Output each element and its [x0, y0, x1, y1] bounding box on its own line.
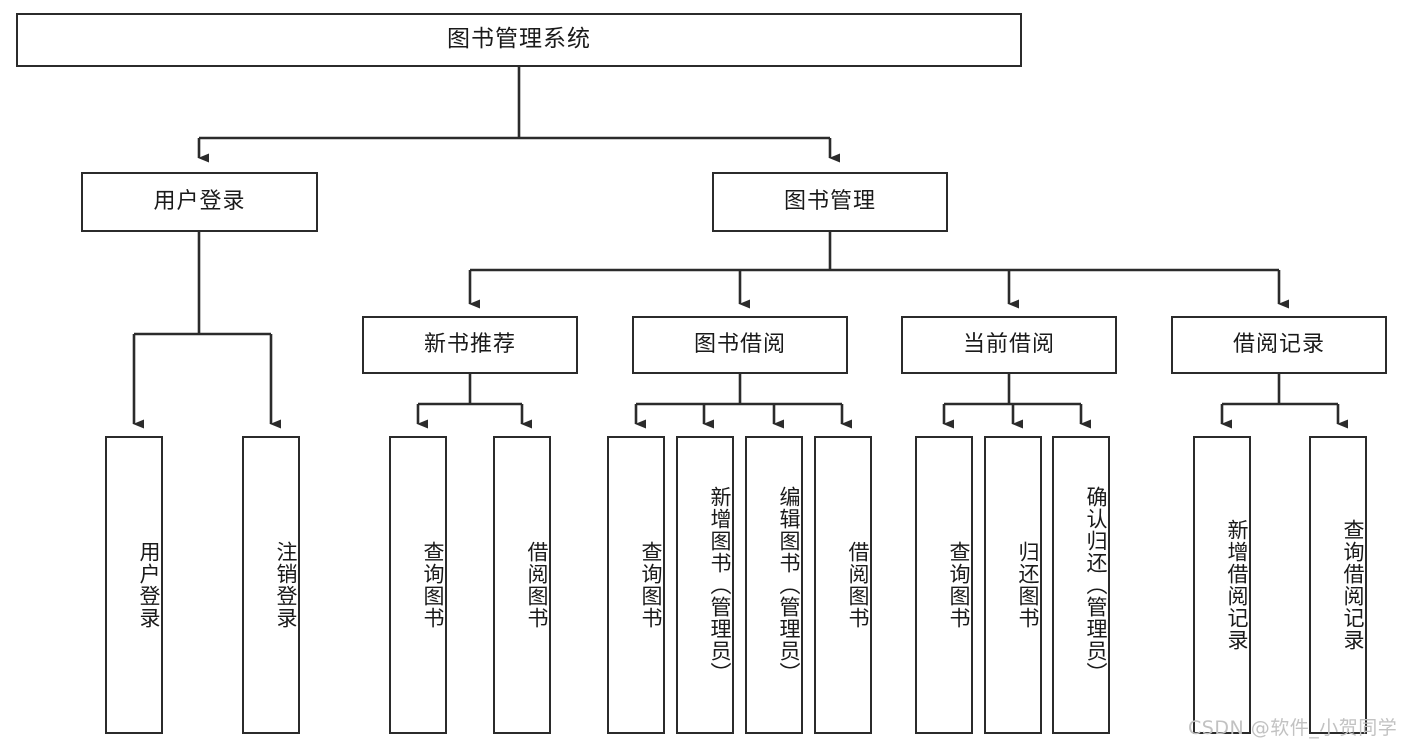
node-label: 归还图书	[1016, 541, 1040, 629]
node-label: 借阅图书	[846, 541, 870, 629]
node-label: 新增图书（管理员）	[708, 486, 732, 684]
leaf-book-borrow-borrow-book[interactable]: 借阅图书	[814, 436, 872, 734]
node-book-management[interactable]: 图书管理	[712, 172, 948, 232]
node-label: 图书管理	[783, 188, 876, 214]
node-root-book-management-system[interactable]: 图书管理系统	[16, 13, 1022, 67]
leaf-current-borrow-query-book[interactable]: 查询图书	[915, 436, 973, 734]
node-new-book-recommend[interactable]: 新书推荐	[362, 316, 578, 374]
leaf-borrow-record-query-record[interactable]: 查询借阅记录	[1309, 436, 1367, 734]
node-label: 图书借阅	[693, 331, 786, 357]
node-label: 查询图书	[639, 541, 663, 629]
node-label: 编辑图书（管理员）	[777, 486, 801, 684]
node-label: 借阅图书	[525, 541, 549, 629]
node-label: 查询图书	[947, 541, 971, 629]
leaf-book-borrow-add-book-admin[interactable]: 新增图书（管理员）	[676, 436, 734, 734]
node-current-borrow[interactable]: 当前借阅	[901, 316, 1117, 374]
node-label: 确认归还（管理员）	[1084, 486, 1108, 684]
node-borrow-record[interactable]: 借阅记录	[1171, 316, 1387, 374]
node-label: 当前借阅	[962, 331, 1055, 357]
node-label: 新书推荐	[423, 331, 516, 357]
node-label: 用户登录	[153, 188, 246, 214]
leaf-user-login-logout[interactable]: 注销登录	[242, 436, 300, 734]
node-label: 借阅记录	[1232, 331, 1325, 357]
node-label: 查询借阅记录	[1341, 519, 1365, 651]
node-label: 查询图书	[421, 541, 445, 629]
node-label: 新增借阅记录	[1225, 519, 1249, 651]
leaf-book-borrow-edit-book-admin[interactable]: 编辑图书（管理员）	[745, 436, 803, 734]
leaf-user-login-login[interactable]: 用户登录	[105, 436, 163, 734]
node-label: 用户登录	[137, 541, 161, 629]
leaf-borrow-record-add-record[interactable]: 新增借阅记录	[1193, 436, 1251, 734]
leaf-current-borrow-confirm-return-admin[interactable]: 确认归还（管理员）	[1052, 436, 1110, 734]
node-book-borrow[interactable]: 图书借阅	[632, 316, 848, 374]
node-label: 注销登录	[274, 541, 298, 629]
leaf-book-borrow-query-book[interactable]: 查询图书	[607, 436, 665, 734]
node-label: 图书管理系统	[447, 26, 591, 53]
leaf-new-book-borrow-book[interactable]: 借阅图书	[493, 436, 551, 734]
node-user-login[interactable]: 用户登录	[81, 172, 318, 232]
leaf-current-borrow-return-book[interactable]: 归还图书	[984, 436, 1042, 734]
leaf-new-book-query-book[interactable]: 查询图书	[389, 436, 447, 734]
